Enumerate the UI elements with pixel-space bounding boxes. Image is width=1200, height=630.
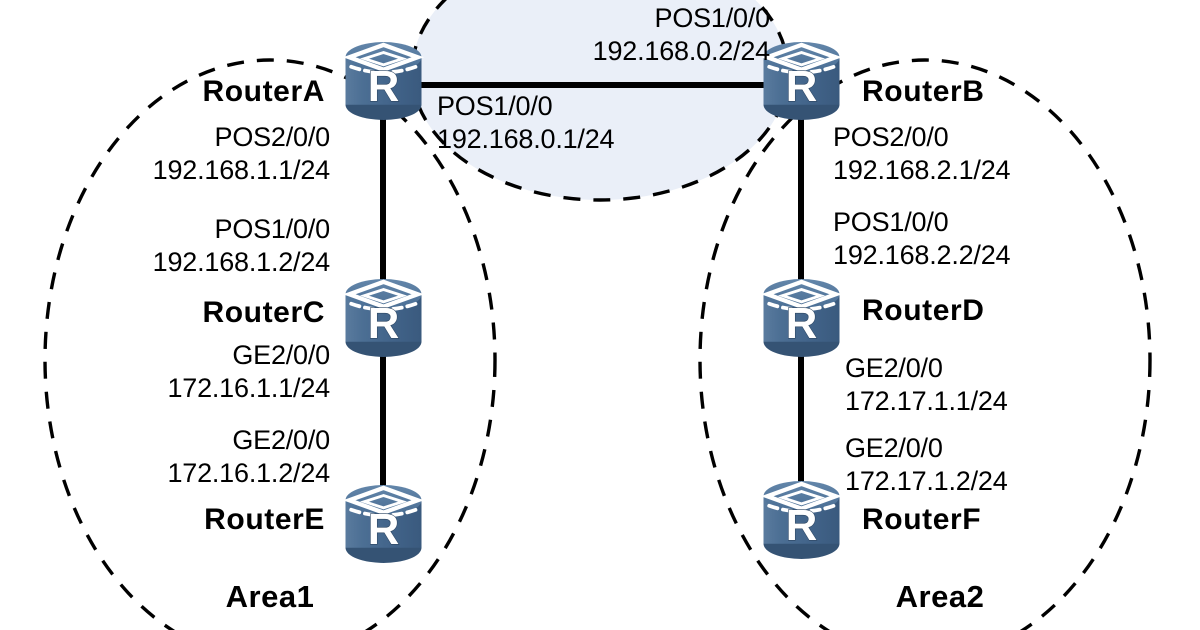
label-routerA-to-routerB-port: POS1/0/0 [437,91,553,121]
area1-ellipse [43,58,497,630]
label-routerA-to-routerC-address: 192.168.1.1/24 [152,155,331,185]
router-icon-routerB[interactable] [764,42,840,120]
label-routerB-to-routerA-address: 192.168.0.2/24 [592,36,771,66]
label-routerA-to-routerC-port: POS2/0/0 [214,122,331,152]
label-routerB-to-routerA-port: POS1/0/0 [654,3,771,33]
label-routerD-to-routerF-address: 172.17.1.1/24 [845,386,1008,416]
router-label-routerD: RouterD [862,294,985,327]
router-label-routerE: RouterE [204,503,325,536]
label-routerC-to-routerE-port: GE2/0/0 [232,340,330,370]
label-routerC-to-routerE-address: 172.16.1.1/24 [167,373,330,403]
router-label-routerA: RouterA [202,75,325,108]
label-routerC-to-routerA-port: POS1/0/0 [214,214,331,244]
router-icon-routerE[interactable] [346,485,422,563]
label-routerF-to-routerD-address: 172.17.1.2/24 [845,466,1008,496]
label-routerD-to-routerF-port: GE2/0/0 [845,353,943,383]
router-icon-routerD[interactable] [764,279,840,357]
router-label-routerC: RouterC [202,296,325,329]
router-icon-routerF[interactable] [764,481,840,559]
label-routerB-to-routerD-address: 192.168.2.1/24 [833,155,1011,185]
label-routerF-to-routerD-port: GE2/0/0 [845,433,943,463]
area2-ellipse [698,58,1152,630]
router-label-routerF: RouterF [862,503,982,536]
area-label-area1: Area1 [225,579,315,614]
router-icon-routerC[interactable] [346,279,422,357]
label-routerA-to-routerB-address: 192.168.0.1/24 [437,124,615,154]
label-routerD-to-routerB-port: POS1/0/0 [833,207,949,237]
label-routerD-to-routerB-address: 192.168.2.2/24 [833,240,1011,270]
label-routerE-to-routerC-address: 172.16.1.2/24 [167,458,330,488]
area-label-area2: Area2 [895,579,985,614]
label-routerE-to-routerC-port: GE2/0/0 [232,425,330,455]
label-routerC-to-routerA-address: 192.168.1.2/24 [152,247,331,277]
router-label-routerB: RouterB [862,75,985,108]
label-routerB-to-routerD-port: POS2/0/0 [833,122,949,152]
